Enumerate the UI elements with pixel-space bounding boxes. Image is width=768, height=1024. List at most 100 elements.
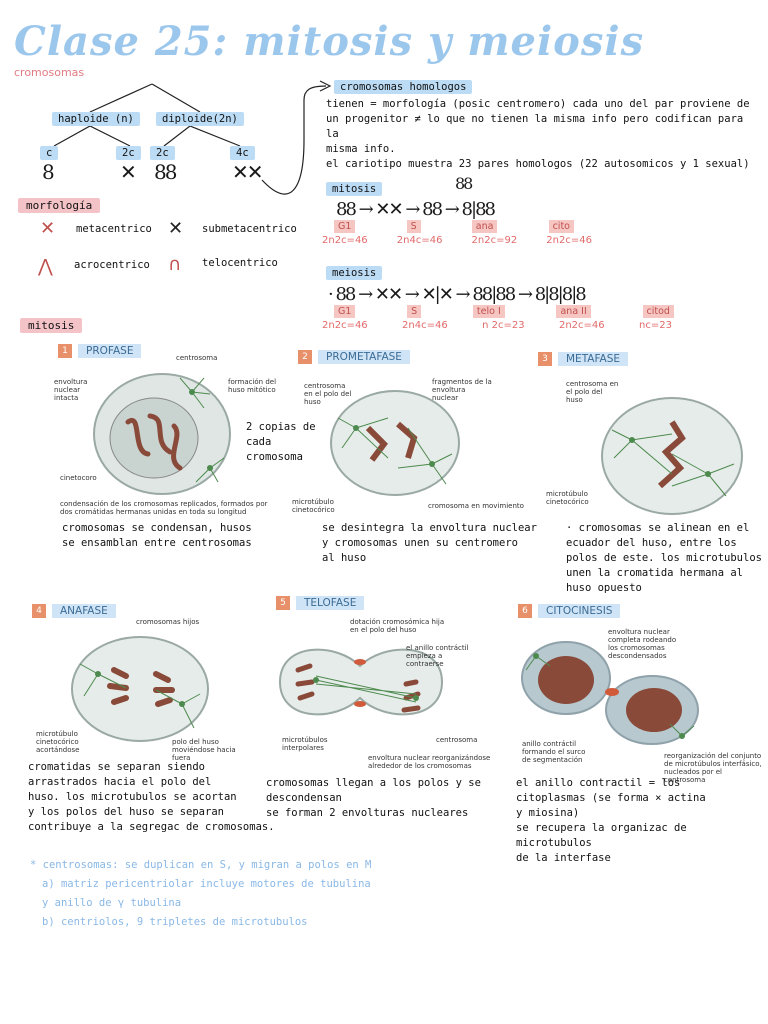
label-anillo-empieza: el anillo contráctil empieza a contraers… [406,644,469,668]
stage-tag: S [406,220,421,233]
label-envoltura-completa: envoltura nuclear completa rodeando los … [608,628,677,660]
label-envoltura-reorganizandose: envoltura nuclear reorganizándose alrede… [368,754,491,770]
chromosome-icon: ✕ [120,160,137,184]
metafase-note-line: huso opuesto [566,582,642,594]
page-title: Clase 25: mitosis y meiosis [14,18,645,65]
chromosome-icon: ✕✕ [232,160,263,184]
ploidy-formula: 2n2c=46 [322,235,368,246]
mitosis-sequence: 88 → ✕✕ → 88 → 8|88 [336,199,496,220]
telocentric-icon: ∩ [168,254,182,275]
chromosome-icon: 8 [42,160,55,184]
label-microtubulo-acortandose: microtúbulo cinetocórico acortándose [36,730,80,754]
connector-arrow [261,80,332,195]
citocinesis-cell-illustration [521,641,699,745]
ploidy-formula: n 2c=23 [482,320,525,331]
morph-type: telocentrico [202,257,278,269]
anafase-note-line: cromatidas se separan siendo [28,761,206,773]
label-cromosomas-hijos: cromosomas hijos [136,618,200,626]
label-centrosoma-polo: centrosoma en el polo del huso [566,380,619,404]
morph-type: metacentrico [76,223,152,235]
2c-left-label: 2c [116,146,141,160]
footer-note-line: * centrosomas: se duplican en S, y migra… [30,859,372,871]
label-centrosoma: centrosoma [176,354,218,362]
metafase-cell-illustration [601,397,743,515]
ploidy-formula: 2n2c=46 [546,235,592,246]
label-envoltura: envoltura nuclear intacta [54,378,88,402]
profase-note-line: cromosomas se condensan, husos [62,522,252,534]
footer-note-line: b) centriolos, 9 tripletes de microtubul… [42,916,308,928]
label-anillo-surco: anillo contráctil formando el surco de s… [522,740,586,764]
label-condensacion: condensación de los cromosomas replicado… [60,500,268,516]
submetacentric-icon: ✕ [168,218,184,239]
label-dotacion: dotación cromosómica hija en el polo del… [350,618,445,634]
telofase-cell-illustration [278,648,444,716]
stage-tag: G1 [334,220,356,233]
ploidy-formula: 2n2c=46 [322,320,368,331]
anafase-note-line: arrastrados hacia el polo del [28,776,212,788]
page-subtitle: cromosomas [14,66,85,79]
footer-note-line: a) matriz pericentriolar incluye motores… [42,878,371,890]
meiosis-scheme-label: meiosis [326,266,383,280]
citocinesis-note-line: citoplasmas (se forma × actina [516,792,706,804]
4c-label: 4c [230,146,255,160]
haploide-label: haploide (n) [52,112,140,126]
label-fragmentos: fragmentos de la envoltura nuclear [432,378,492,402]
ploidy-formula: 2n4c=46 [402,320,448,331]
label-microtubulos-interpolares: microtúbulos interpolares [282,736,328,752]
acrocentric-icon: ⋀ [38,256,53,277]
anafase-note-line: contribuye a la segregac de cromosomas. [28,821,275,833]
morph-type: acrocentrico [74,259,150,271]
stage-tag: citod [642,305,674,318]
meiosis-sequence: · 88 → ✕✕ → ✕|✕ → 88|88 → 8|8|8|8 [328,284,587,305]
morph-type: submetacentrico [202,223,297,235]
homologos-line: tienen = morfología (posic centromero) c… [326,98,750,110]
label-centrosoma-polo: centrosoma en el polo del huso [304,382,352,406]
label-polo-huso: polo del huso moviéndose hacia fuera [172,738,236,762]
citocinesis-note-line: se recupera la organizac de microtubulos [516,822,687,849]
telofase-note-line: cromosomas llegan a los polos y se [266,777,481,789]
prometafase-note-line: y cromosomas unen su centromero [322,537,518,549]
ploidy-formula: 2n2c=92 [471,235,518,246]
profase-cell-illustration [93,373,231,495]
mitosis-scheme-label: mitosis [326,182,383,196]
citocinesis-note-line: de la interfase [516,852,611,864]
metafase-note-line: unen la cromatida hermana al [566,567,744,579]
label-microtubulo: microtúbulo cinetocórico [546,490,589,506]
homologos-line: el cariotipo muestra 23 pares homologos … [326,158,750,170]
stage-tag: cito [548,220,574,233]
profase-note-line: se ensamblan entre centrosomas [62,537,252,549]
ploidy-formula: 2n2c=46 [558,320,605,331]
homologos-label: cromosomas homologos [334,80,473,94]
metafase-note-line: polos de este. los microtubulos [566,552,762,564]
citocinesis-note-line: el anillo contractil = los [516,777,681,789]
metacentric-icon: ✕ [40,218,56,239]
metafase-note-line: ecuador del huso, entre los [566,537,737,549]
label-cinetocoro: cinetocoro [60,474,97,482]
stage-tag: telo I [472,305,505,318]
ploidy-formula: nc=23 [639,320,672,331]
stage-tag: S [407,305,422,318]
label-microtubulo: microtúbulo cinetocórico [292,498,335,514]
stage-tag: ana [471,220,498,233]
label-cromosoma-movimiento: cromosoma en movimiento [428,502,524,510]
prometafase-cell-illustration [330,390,460,496]
anafase-cell-illustration [71,636,209,742]
diploide-label: diploide(2n) [156,112,244,126]
mitosis-section-label: mitosis [20,318,83,333]
homologos-line: misma info. [326,143,396,155]
prometafase-note-line: al huso [322,552,367,564]
c-label: c [40,146,59,160]
citocinesis-note-line: y miosina) [516,807,580,819]
chromosome-icon: 88 [455,174,473,193]
anafase-note-line: huso. los microtubulos se acortan [28,791,237,803]
metafase-note-line: · cromosomas se alinean en el [566,522,750,534]
homologos-line: un progenitor ≠ lo que no tienen la mism… [326,113,744,140]
label-centrosoma: centrosoma [436,736,478,744]
anafase-note-line: y los polos del huso se separan [28,806,224,818]
telofase-note-line: descondensan [266,792,342,804]
